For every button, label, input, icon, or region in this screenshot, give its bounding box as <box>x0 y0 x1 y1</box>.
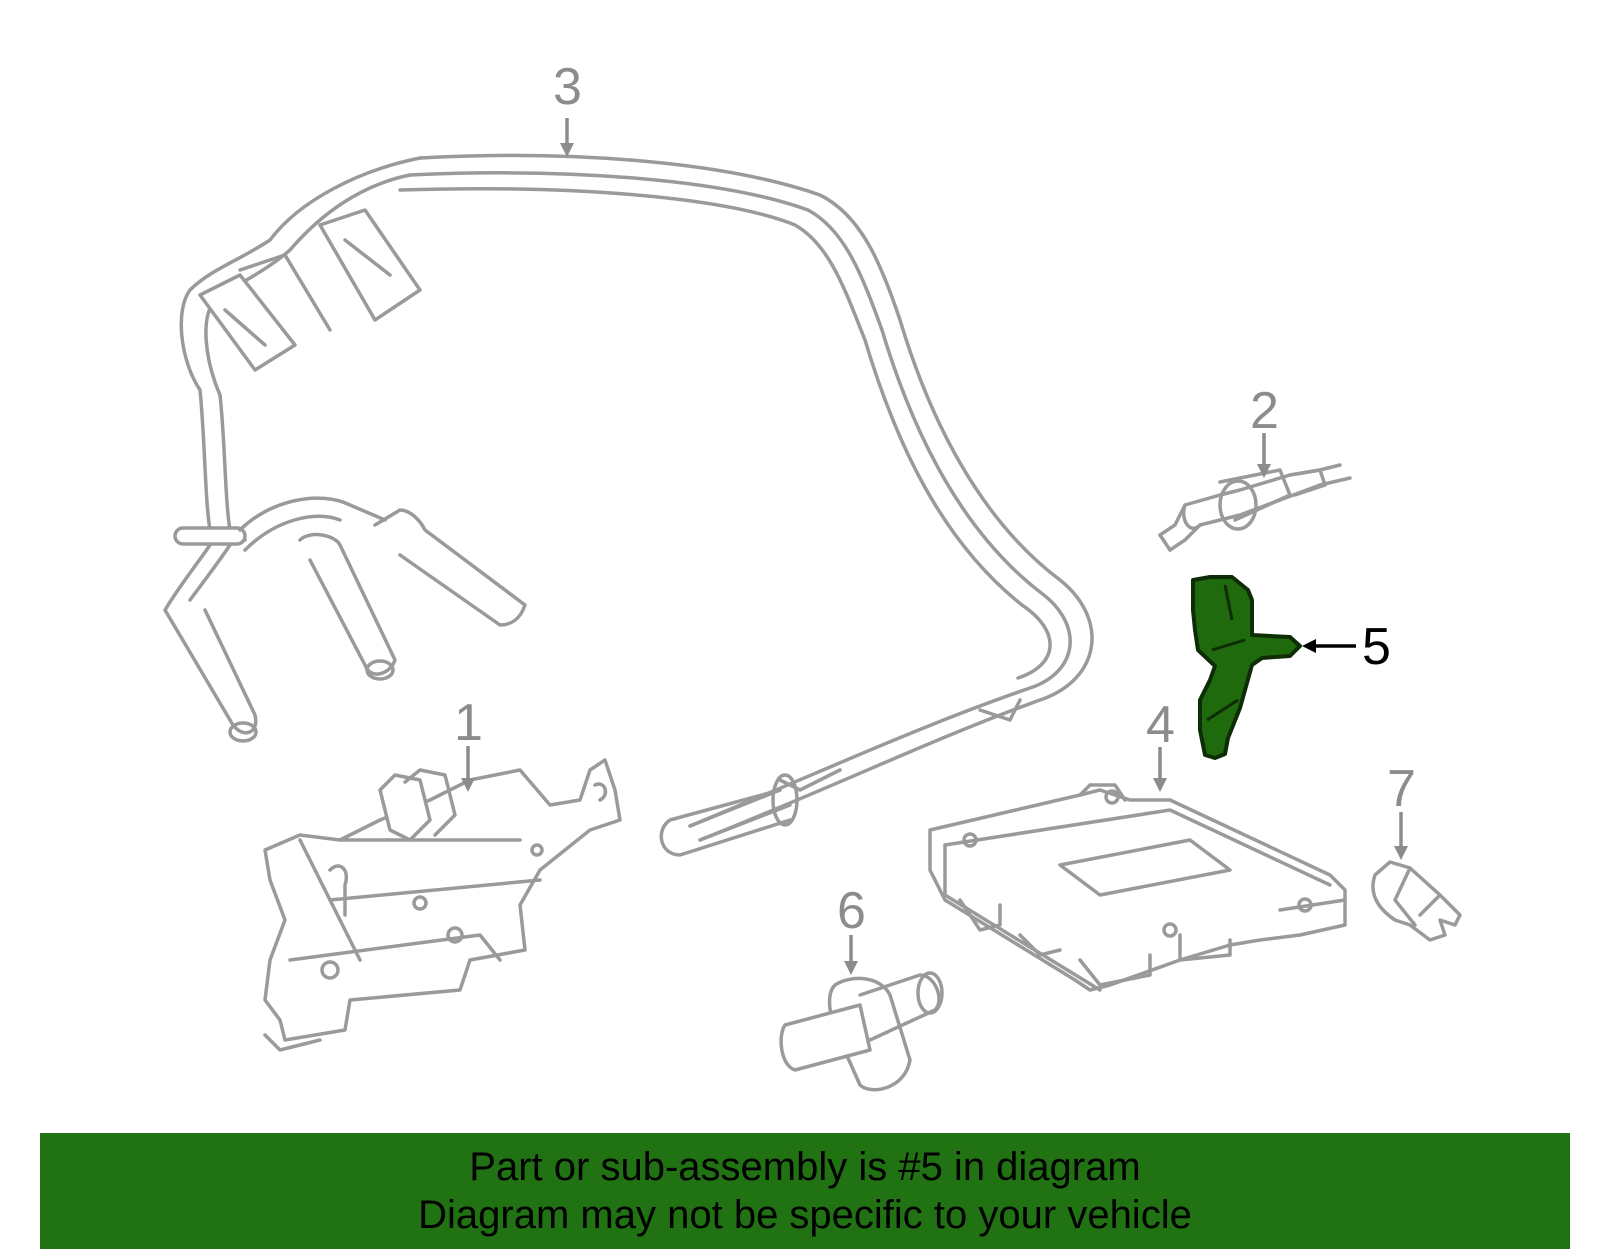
part-6-fastener[interactable] <box>779 971 944 1092</box>
part-1-ignition-coil[interactable] <box>263 758 622 1052</box>
banner-line-1: Part or sub-assembly is #5 in diagram <box>469 1145 1141 1189</box>
callout-arrow-7 <box>1394 812 1408 860</box>
part-5-highlighted[interactable] <box>1191 575 1302 760</box>
part-3-wire-harness[interactable] <box>163 153 1094 857</box>
callout-3[interactable]: 3 <box>553 58 582 116</box>
callout-arrow-1 <box>461 746 475 792</box>
info-banner: Part or sub-assembly is #5 in diagram Di… <box>40 1133 1570 1249</box>
callout-arrow-2 <box>1257 433 1271 478</box>
callout-4[interactable]: 4 <box>1146 696 1175 754</box>
callout-arrow-5 <box>1302 639 1356 653</box>
callout-1[interactable]: 1 <box>454 694 483 752</box>
callout-2[interactable]: 2 <box>1250 382 1279 440</box>
part-2-sensor[interactable] <box>1158 463 1352 552</box>
callout-arrow-4 <box>1153 747 1167 792</box>
callout-arrow-3 <box>560 118 574 157</box>
callout-5[interactable]: 5 <box>1362 618 1391 676</box>
callout-7[interactable]: 7 <box>1387 760 1416 818</box>
part-7-connector[interactable] <box>1371 860 1462 942</box>
callout-6[interactable]: 6 <box>837 882 866 940</box>
callout-arrow-6 <box>844 935 858 975</box>
banner-line-2: Diagram may not be specific to your vehi… <box>418 1193 1192 1237</box>
part-4-control-module[interactable] <box>928 783 1347 992</box>
